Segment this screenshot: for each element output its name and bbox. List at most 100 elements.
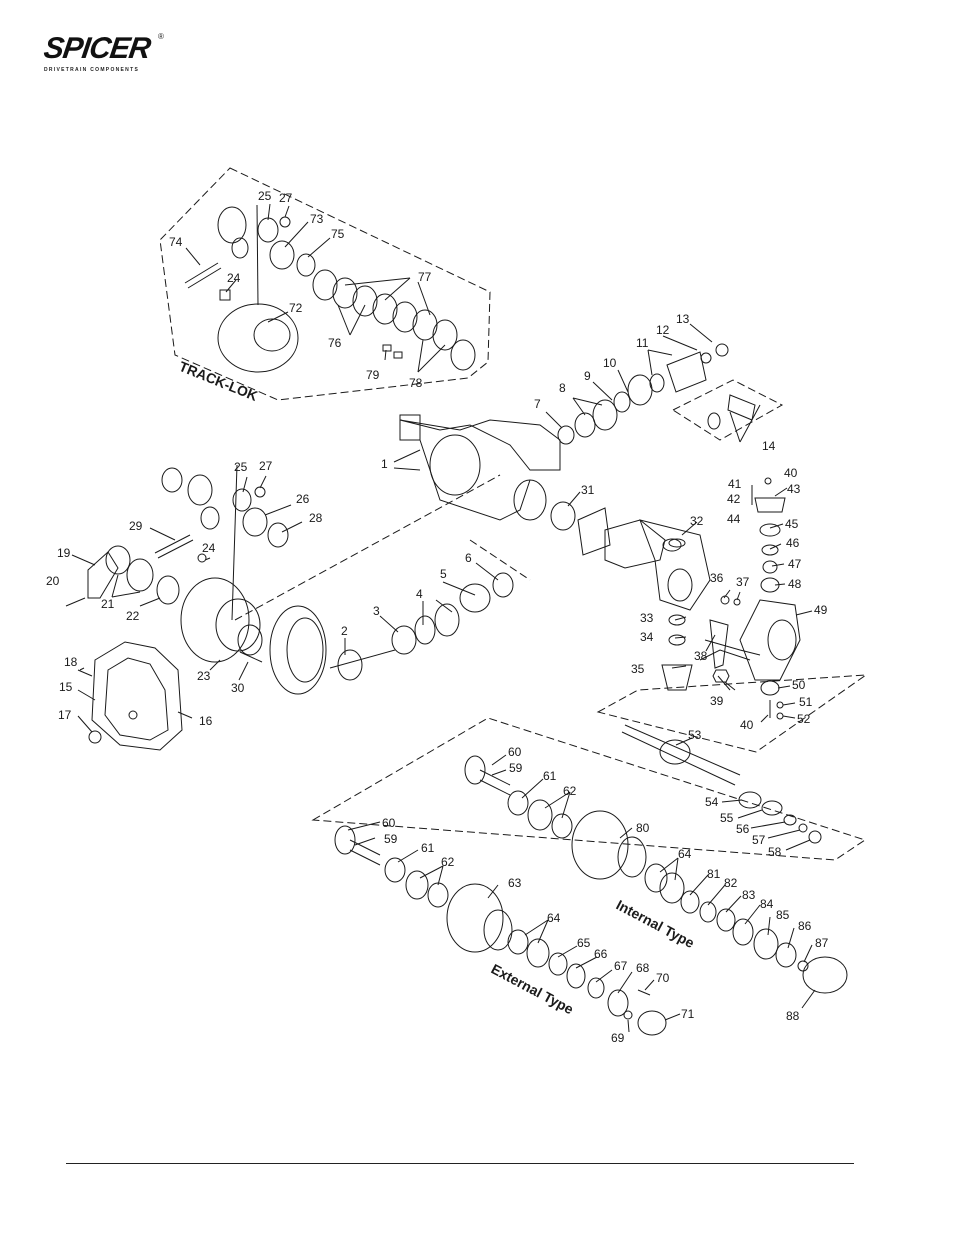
callout-74: 74 (169, 235, 183, 249)
callout-14: 14 (762, 439, 776, 453)
axle-tube-knuckle (550, 501, 801, 681)
callout-85: 85 (776, 908, 790, 922)
spicer-logo: SPICER ® DRIVETRAIN COMPONENTS (40, 28, 180, 78)
axle-shaft-boundary (596, 674, 868, 753)
external-hub-parts (334, 825, 667, 1036)
callout-41: 41 (728, 477, 742, 491)
callout-27: 27 (259, 459, 273, 473)
callout-64: 64 (678, 847, 692, 861)
callout-46: 46 (786, 536, 800, 550)
callout-31: 31 (581, 483, 595, 497)
callout-48: 48 (788, 577, 802, 591)
callout-47: 47 (788, 557, 802, 571)
callout-12: 12 (656, 323, 670, 337)
callout-73: 73 (310, 212, 324, 226)
callout-52: 52 (797, 712, 811, 726)
callout-54: 54 (705, 795, 719, 809)
callout-67: 67 (614, 959, 628, 973)
callout-59: 59 (384, 832, 398, 846)
callout-36: 36 (710, 571, 724, 585)
callout-77: 77 (418, 270, 432, 284)
callout-8: 8 (559, 381, 566, 395)
callout-75: 75 (331, 227, 345, 241)
callout-30: 30 (231, 681, 245, 695)
callout-42: 42 (727, 492, 741, 506)
callout-55: 55 (720, 811, 734, 825)
callout-66: 66 (594, 947, 608, 961)
diff-assembly-leader (234, 474, 501, 621)
callout-59: 59 (509, 761, 523, 775)
callout-4: 4 (416, 587, 423, 601)
callout-78: 78 (409, 376, 423, 390)
callout-18: 18 (64, 655, 78, 669)
callout-62: 62 (563, 784, 577, 798)
callout-29: 29 (129, 519, 143, 533)
callout-20: 20 (46, 574, 60, 588)
callout-13: 13 (676, 312, 690, 326)
callout-87: 87 (815, 936, 829, 950)
callout-37: 37 (736, 575, 750, 589)
axle-shaft (621, 724, 822, 844)
callout-49: 49 (814, 603, 828, 617)
callout-28: 28 (309, 511, 323, 525)
callout-16: 16 (199, 714, 213, 728)
callout-44: 44 (727, 512, 741, 526)
callout-40: 40 (784, 466, 798, 480)
callout-86: 86 (798, 919, 812, 933)
external-type-label: External Type (489, 961, 577, 1018)
callout-38: 38 (694, 649, 708, 663)
callout-26: 26 (296, 492, 310, 506)
footer-divider (66, 1163, 854, 1164)
callout-60: 60 (382, 816, 396, 830)
callout-19: 19 (57, 546, 71, 560)
callout-70: 70 (656, 971, 670, 985)
callout-58: 58 (768, 845, 782, 859)
callout-25: 25 (234, 460, 248, 474)
logo-tagline: DRIVETRAIN COMPONENTS (44, 67, 140, 73)
callout-83: 83 (742, 888, 756, 902)
callout-60: 60 (508, 745, 522, 759)
callout-24: 24 (227, 271, 241, 285)
callout-68: 68 (636, 961, 650, 975)
callout-82: 82 (724, 876, 738, 890)
axle-housing (399, 414, 561, 521)
callout-24: 24 (202, 541, 216, 555)
differential-parts (65, 467, 514, 695)
callout-57: 57 (752, 833, 766, 847)
callout-43: 43 (787, 482, 801, 496)
pinion-parts (557, 343, 756, 445)
callout-69: 69 (611, 1031, 625, 1045)
callout-80: 80 (636, 821, 650, 835)
track-lok-parts (184, 206, 476, 373)
callout-7: 7 (534, 397, 541, 411)
internal-type-label: Internal Type (614, 897, 698, 952)
callout-76: 76 (328, 336, 342, 350)
callout-5: 5 (440, 567, 447, 581)
callout-64: 64 (547, 911, 561, 925)
callout-23: 23 (197, 669, 211, 683)
callout-9: 9 (584, 369, 591, 383)
track-lok-boundary (159, 167, 491, 401)
callout-79: 79 (366, 368, 380, 382)
callout-22: 22 (126, 609, 140, 623)
callout-51: 51 (799, 695, 813, 709)
callout-25: 25 (258, 189, 272, 203)
callout-15: 15 (59, 680, 73, 694)
callout-2: 2 (341, 624, 348, 638)
callout-72: 72 (289, 301, 303, 315)
callout-61: 61 (543, 769, 557, 783)
callout-71: 71 (681, 1007, 695, 1021)
callout-35: 35 (631, 662, 645, 676)
track-lok-label: TRACK-LOK (177, 358, 260, 404)
callout-11: 11 (636, 336, 649, 350)
steering-parts (661, 538, 741, 691)
callout-33: 33 (640, 611, 654, 625)
callout-40: 40 (740, 718, 754, 732)
callout-56: 56 (736, 822, 750, 836)
callout-6: 6 (465, 551, 472, 565)
callout-63: 63 (508, 876, 522, 890)
callout-62: 62 (441, 855, 455, 869)
callout-32: 32 (690, 514, 704, 528)
callout-84: 84 (760, 897, 774, 911)
